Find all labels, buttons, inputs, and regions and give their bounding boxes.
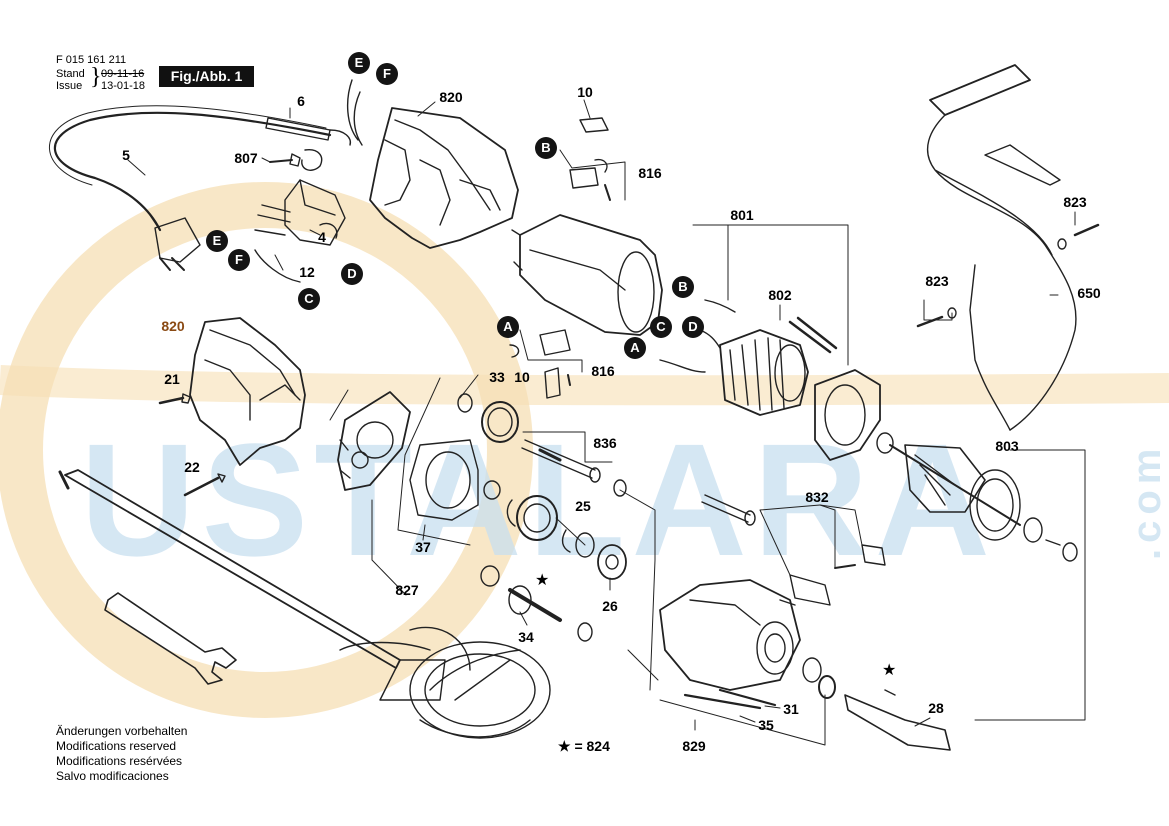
housing-half-top — [369, 107, 519, 249]
part-label-820-left: 820 — [161, 318, 185, 334]
stand-label: Stand — [56, 68, 85, 80]
part-label-22: 22 — [184, 459, 200, 475]
gears — [457, 393, 627, 642]
note-line: Änderungen vorbehalten — [56, 724, 188, 738]
housing-half-left — [189, 317, 306, 466]
gear-plate — [337, 391, 479, 521]
issue-date: 13-01-18 — [101, 80, 146, 92]
issue-label: Issue — [56, 80, 83, 92]
part-label-807: 807 — [234, 150, 258, 166]
part-label-6: 6 — [297, 93, 305, 109]
connector-callout-e: E — [348, 52, 370, 74]
star-marker: ★ — [882, 662, 897, 679]
connector-callout-f: F — [228, 249, 250, 271]
connector-callout-c: C — [650, 316, 672, 338]
note-line: Modifications resérvées — [56, 754, 183, 768]
note-line: Modifications reserved — [56, 739, 177, 753]
part-label-650: 650 — [1077, 285, 1101, 301]
part-label-832: 832 — [805, 489, 829, 505]
part-label-816-mid: 816 — [591, 363, 615, 379]
part-label-12: 12 — [299, 264, 315, 280]
star-marker: ★ — [535, 572, 550, 589]
part-label-4: 4 — [318, 229, 326, 245]
connector-callout-f: F — [376, 63, 398, 85]
connector-callout-b: B — [535, 137, 557, 159]
handle — [926, 64, 1077, 431]
part-label-836: 836 — [593, 435, 617, 451]
part-label-34: 34 — [518, 629, 534, 645]
star-note: ★ = 824 — [558, 738, 610, 754]
part-label-33: 33 — [489, 369, 505, 385]
part-label-5: 5 — [122, 147, 130, 163]
note-line: Salvo modificaciones — [56, 769, 169, 783]
part-label-10-mid: 10 — [514, 369, 530, 385]
part-label-803: 803 — [995, 438, 1019, 454]
brace-glyph: } — [90, 64, 102, 90]
connector-callout-b: B — [672, 276, 694, 298]
switch-part — [254, 179, 346, 283]
part-label-35: 35 — [758, 717, 774, 733]
watermark-text: USTALARA — [80, 410, 997, 589]
part-label-801: 801 — [730, 207, 754, 223]
part-label-823-left: 823 — [925, 273, 949, 289]
part-label-28: 28 — [928, 700, 944, 716]
part-label-25: 25 — [575, 498, 591, 514]
part-label-31: 31 — [783, 701, 799, 717]
stand-date: 09-11-16 — [101, 68, 145, 80]
connector-callout-a: A — [497, 316, 519, 338]
part-label-827: 827 — [395, 582, 419, 598]
power-cord — [49, 105, 352, 232]
armature — [876, 432, 1078, 562]
connector-callout-c: C — [298, 288, 320, 310]
connector-callout-d: D — [682, 316, 704, 338]
modification-notes: Änderungen vorbehalten Modifications res… — [56, 724, 187, 784]
part-label-802: 802 — [768, 287, 792, 303]
part-label-10-top: 10 — [577, 84, 593, 100]
part-label-816-top: 816 — [638, 165, 662, 181]
leader-lines — [127, 99, 1086, 746]
wrench — [104, 592, 237, 685]
motor-housing — [511, 214, 663, 336]
part-label-823-right: 823 — [1063, 194, 1087, 210]
part-label-829: 829 — [682, 738, 706, 754]
figure-label: Fig./Abb. 1 — [159, 66, 254, 87]
plug — [149, 214, 201, 271]
connector-callout-a: A — [624, 337, 646, 359]
document-number: F 015 161 211 — [56, 54, 127, 66]
part-label-37: 37 — [415, 539, 431, 555]
field-coil — [659, 299, 838, 416]
connector-callout-d: D — [341, 263, 363, 285]
mixing-rod — [58, 469, 551, 739]
part-label-820-top: 820 — [439, 89, 463, 105]
connector-callout-e: E — [206, 230, 228, 252]
part-label-26: 26 — [602, 598, 618, 614]
part-label-21: 21 — [164, 371, 180, 387]
gear-housing — [659, 579, 801, 691]
